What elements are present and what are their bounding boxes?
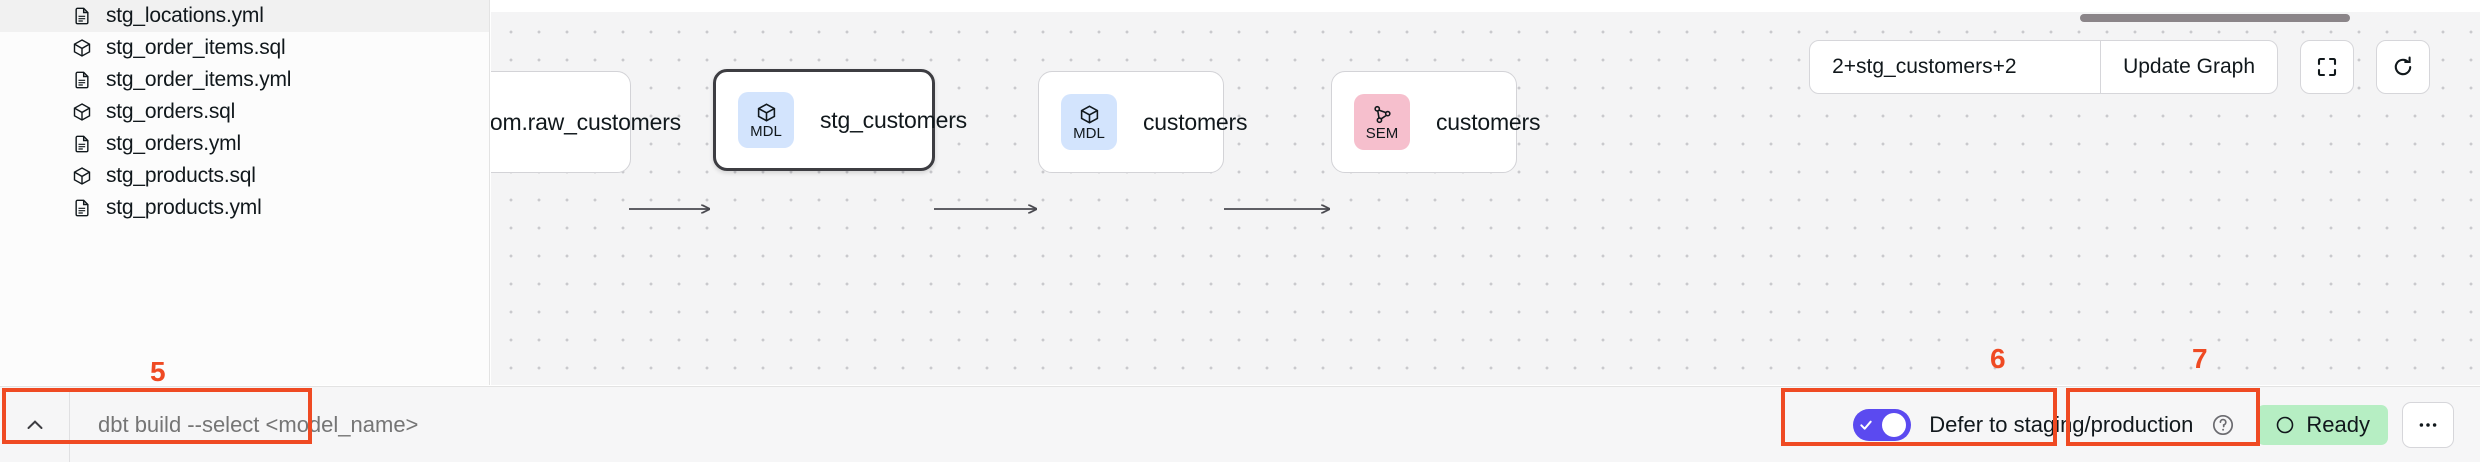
file-list-item[interactable]: stg_products.sql <box>0 160 489 192</box>
fullscreen-icon <box>2317 57 2337 77</box>
defer-toggle[interactable] <box>1853 408 1912 441</box>
lineage-graph-canvas[interactable]: SRC ecom.raw_customers MDL stg_customers… <box>491 12 2480 385</box>
annotation-number-5: 5 <box>150 356 166 387</box>
graph-node-src[interactable]: SRC ecom.raw_customers <box>491 71 681 173</box>
selector-input-group: Update Graph <box>1809 40 2278 94</box>
status-group: Ready <box>2257 401 2480 448</box>
check-icon <box>1860 420 1872 430</box>
collapse-panel-button[interactable] <box>0 387 70 462</box>
fullscreen-button[interactable] <box>2300 40 2354 94</box>
file-name-label: stg_products.yml <box>106 196 262 219</box>
more-options-button[interactable] <box>2402 401 2454 448</box>
file-list-item[interactable]: stg_orders.yml <box>0 128 489 160</box>
file-icon <box>75 7 89 25</box>
defer-label: Defer to staging/production <box>1929 411 2194 437</box>
refresh-button[interactable] <box>2376 40 2430 94</box>
node-badge-mdl: MDL <box>738 92 794 148</box>
graph-node-customers-sem[interactable]: SEM customers <box>1331 71 1540 173</box>
node-label: ecom.raw_customers <box>491 108 681 135</box>
cube-icon <box>757 102 775 122</box>
node-badge-sem: SEM <box>1354 94 1410 150</box>
file-name-label: stg_orders.sql <box>106 100 236 123</box>
graph-node-stg-customers[interactable]: MDL stg_customers <box>713 69 967 171</box>
file-name-label: stg_products.sql <box>106 164 256 187</box>
file-name-label: stg_order_items.yml <box>106 68 292 91</box>
file-icon <box>75 71 89 89</box>
graph-edges <box>629 12 2480 385</box>
cube-icon <box>73 167 91 185</box>
file-list-item[interactable]: stg_locations.yml <box>0 0 489 32</box>
command-bar: Defer to staging/production Ready <box>0 386 2480 462</box>
file-name-label: stg_orders.yml <box>106 132 241 155</box>
cube-icon <box>73 103 91 121</box>
ellipsis-icon <box>2419 422 2437 427</box>
cube-icon <box>73 39 91 57</box>
file-icon <box>75 135 89 153</box>
refresh-icon <box>2394 56 2412 76</box>
graph-toolbar: Update Graph <box>1809 40 2430 94</box>
circle-icon <box>2277 416 2294 433</box>
annotation-number-7: 7 <box>2192 343 2208 374</box>
node-badge-label: SEM <box>1365 124 1399 142</box>
node-label: customers <box>1143 108 1248 135</box>
defer-setting-group: Defer to staging/production <box>1831 388 2257 462</box>
toggle-knob <box>1882 412 1907 437</box>
file-icon <box>75 199 89 217</box>
node-badge-mdl: MDL <box>1061 94 1117 150</box>
file-name-label: stg_locations.yml <box>106 4 264 27</box>
file-list-item[interactable]: stg_orders.sql <box>0 96 489 128</box>
network-icon <box>1373 105 1391 123</box>
chevron-up-icon <box>27 419 42 429</box>
graph-node-customers-mdl[interactable]: MDL customers <box>1038 71 1247 173</box>
node-label: customers <box>1436 108 1541 135</box>
help-circle-icon[interactable] <box>2211 413 2235 437</box>
node-label: stg_customers <box>820 106 967 133</box>
file-list-item[interactable]: stg_order_items.yml <box>0 64 489 96</box>
file-list: stg_locations.yml stg_order_items.sql stg_… <box>0 0 489 224</box>
graph-selector-input[interactable] <box>1810 41 2101 93</box>
annotation-number-6: 6 <box>1990 343 2006 374</box>
file-list-item[interactable]: stg_products.yml <box>0 192 489 224</box>
node-badge-label: MDL <box>1073 124 1105 142</box>
dbt-command-input[interactable] <box>70 411 490 438</box>
file-name-label: stg_order_items.sql <box>106 36 286 59</box>
file-explorer-sidebar: stg_locations.yml stg_order_items.sql stg_… <box>0 0 490 385</box>
file-list-item[interactable]: stg_order_items.sql <box>0 32 489 64</box>
node-badge-label: MDL <box>750 122 782 140</box>
status-badge[interactable]: Ready <box>2257 404 2388 445</box>
status-label: Ready <box>2306 411 2370 437</box>
horizontal-scrollbar[interactable] <box>2080 14 2350 22</box>
update-graph-button[interactable]: Update Graph <box>2100 41 2277 93</box>
cube-icon <box>1080 104 1098 124</box>
